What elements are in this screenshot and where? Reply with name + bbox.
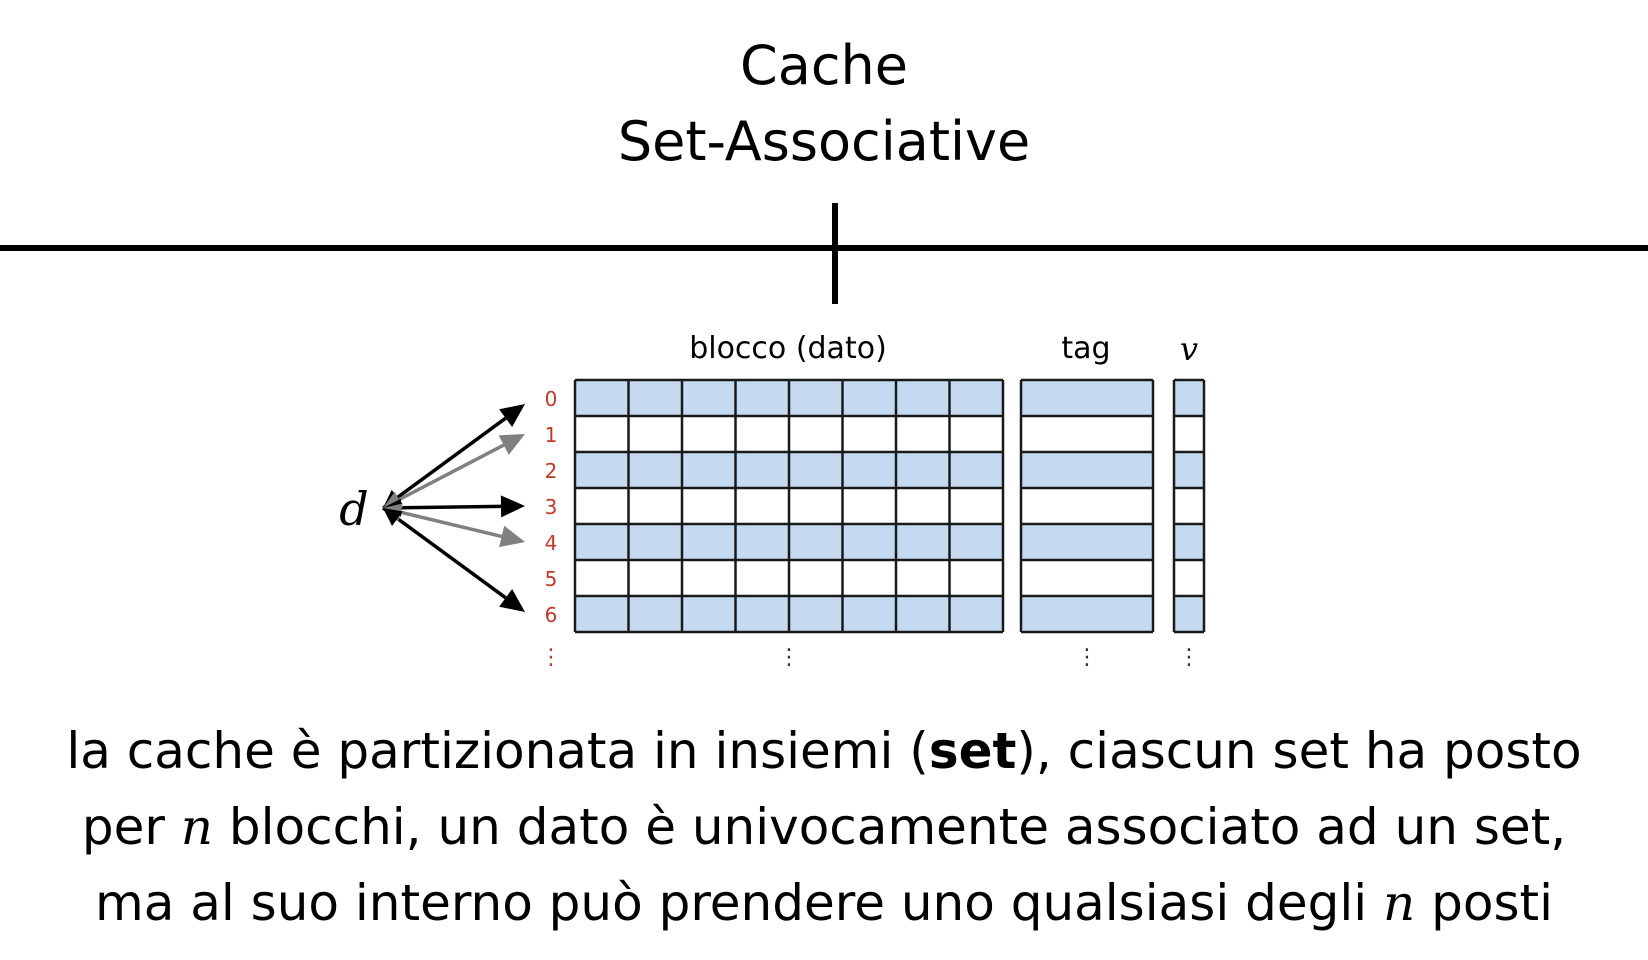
set-index: 4 xyxy=(545,531,558,555)
caption-set-term: set xyxy=(928,722,1017,780)
slide-title: Cache Set-Associative xyxy=(0,28,1648,180)
set-index: 1 xyxy=(545,423,558,447)
tag-row xyxy=(1021,524,1153,560)
valid-row xyxy=(1174,380,1204,416)
caption-line-1: la cache è partizionata in insiemi (set)… xyxy=(0,713,1648,789)
caption-line-1-start: la cache è partizionata in insiemi ( xyxy=(66,722,929,780)
title-line-1: Cache xyxy=(740,34,908,97)
caption-line-3-start: ma al suo interno può prendere uno quals… xyxy=(95,874,1384,932)
continuation-marks: ⋮ ⋮ ⋮ ⋮ xyxy=(540,645,1200,670)
caption-var-n-1: n xyxy=(180,798,213,856)
caption-line-3: ma al suo interno può prendere uno quals… xyxy=(0,865,1648,941)
tag-row xyxy=(1021,452,1153,488)
valid-row xyxy=(1174,452,1204,488)
valid-row xyxy=(1174,488,1204,524)
mapping-arrows xyxy=(381,404,525,612)
caption-line-3-end: posti xyxy=(1415,874,1553,932)
caption: la cache è partizionata in insiemi (set)… xyxy=(0,713,1648,941)
tag-row xyxy=(1021,596,1153,632)
arrow-to-set-0-head xyxy=(499,404,525,428)
valid-row xyxy=(1174,416,1204,452)
tag-row xyxy=(1021,560,1153,596)
tag-row xyxy=(1021,488,1153,524)
timeline-marker xyxy=(832,203,838,304)
valid-label: v xyxy=(1180,330,1198,368)
timeline-axis xyxy=(0,245,1648,251)
caption-line-2: per n blocchi, un dato è univocamente as… xyxy=(0,789,1648,865)
tag-continuation: ⋮ xyxy=(1076,645,1098,670)
valid-row xyxy=(1174,524,1204,560)
caption-var-n-2: n xyxy=(1383,874,1416,932)
set-index: 0 xyxy=(545,387,558,411)
arrow-to-set-1 xyxy=(382,443,505,510)
block-label: blocco (dato) xyxy=(689,331,887,366)
arrow-to-set-6 xyxy=(381,506,507,600)
arrow-to-set-1-head xyxy=(498,434,525,455)
title-line-2: Set-Associative xyxy=(617,110,1031,173)
data-label: d xyxy=(339,482,368,536)
arrow-to-set-4-head xyxy=(499,525,525,548)
tag-label: tag xyxy=(1061,331,1110,366)
arrow-to-set-6-head xyxy=(499,588,525,612)
tag-row xyxy=(1021,380,1153,416)
index-continuation: ⋮ xyxy=(540,645,562,670)
valid-row xyxy=(1174,596,1204,632)
set-indices: 0 1 2 3 4 5 6 xyxy=(545,387,558,627)
cache-grid xyxy=(573,378,1206,634)
arrow-to-set-0 xyxy=(381,416,507,510)
tag-row xyxy=(1021,416,1153,452)
set-index: 5 xyxy=(545,567,558,591)
caption-line-2-end: blocchi, un dato è univocamente associat… xyxy=(213,798,1567,856)
arrow-to-set-6-tail xyxy=(383,508,403,526)
set-index: 6 xyxy=(545,603,558,627)
caption-line-2-start: per xyxy=(81,798,181,856)
valid-continuation: ⋮ xyxy=(1178,645,1200,670)
caption-line-1-end: ), ciascun set ha posto xyxy=(1016,722,1582,780)
set-index: 3 xyxy=(545,495,558,519)
arrow-to-set-3-head xyxy=(500,495,525,518)
arrow-to-set-4 xyxy=(382,506,503,539)
block-continuation: ⋮ xyxy=(778,645,800,670)
arrow-to-set-3 xyxy=(382,504,502,510)
valid-row xyxy=(1174,560,1204,596)
set-index: 2 xyxy=(545,459,558,483)
